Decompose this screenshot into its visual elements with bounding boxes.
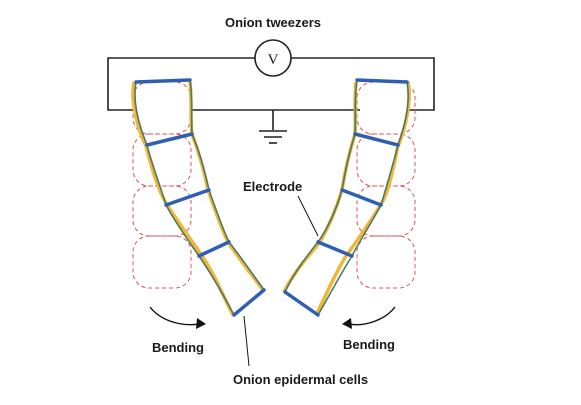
cells-label: Onion epidermal cells — [233, 372, 368, 387]
bending-arrow-left — [149, 306, 206, 329]
cells-pointer-line — [243, 315, 250, 367]
electrode-pointer-line — [297, 195, 319, 237]
voltmeter-symbol: V — [268, 52, 279, 68]
electrode-label: Electrode — [243, 179, 302, 194]
initial-position-left — [132, 81, 192, 289]
bending-label-right: Bending — [343, 337, 395, 352]
voltmeter: V — [254, 39, 292, 77]
diagram-title: Onion tweezers — [225, 15, 321, 30]
right-arm — [282, 78, 411, 317]
left-arm — [131, 78, 266, 317]
bending-arrow-right — [342, 306, 396, 329]
voltmeter-circle — [254, 39, 292, 77]
wire-top-right — [291, 57, 435, 111]
wire-top-left — [107, 57, 255, 111]
circuit — [107, 57, 435, 144]
bending-label-left: Bending — [152, 340, 204, 355]
